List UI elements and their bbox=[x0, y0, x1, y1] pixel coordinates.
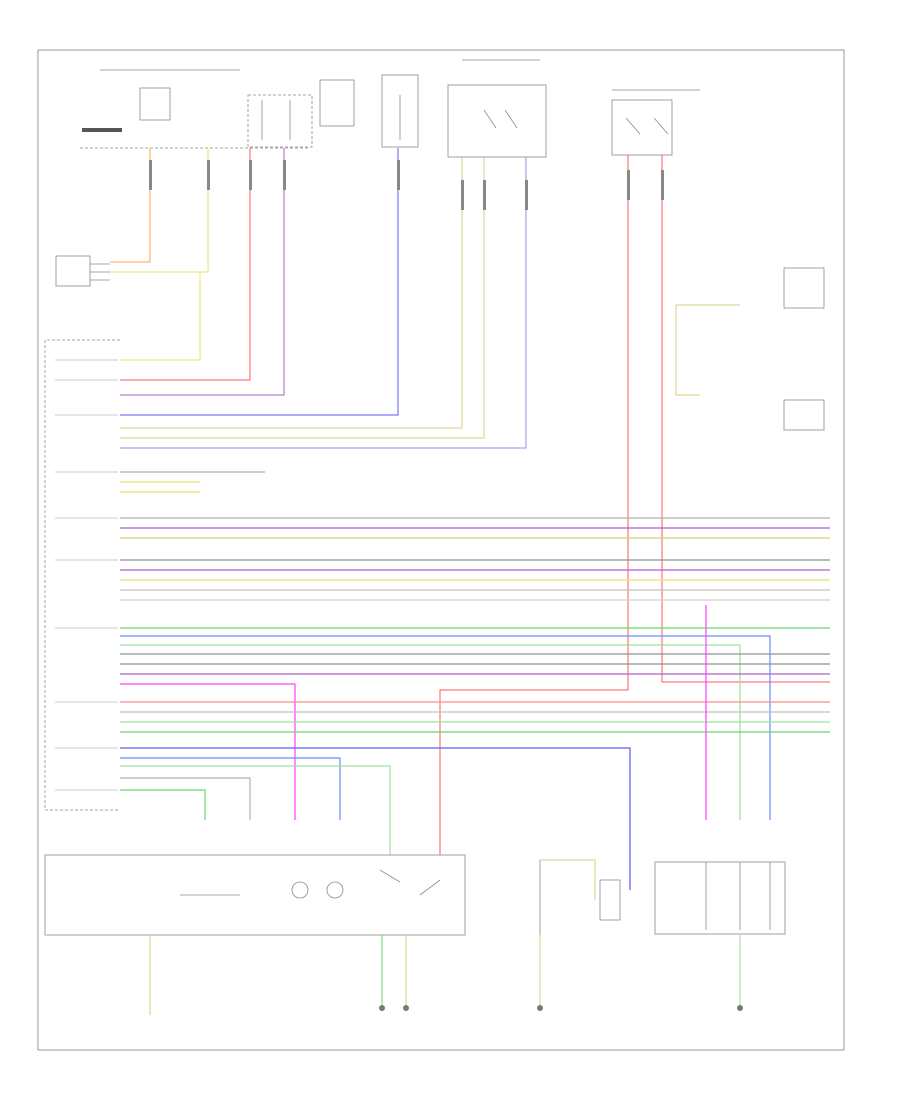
instrument-module bbox=[44, 339, 120, 811]
ground-g2 bbox=[403, 1005, 409, 1011]
switch-module bbox=[447, 59, 547, 158]
right-connector-module bbox=[783, 267, 825, 431]
bus-pin-ticks bbox=[55, 359, 118, 791]
brake-light-switch bbox=[539, 859, 621, 1000]
right-relay-module bbox=[611, 89, 700, 156]
ground-g3 bbox=[537, 1005, 543, 1011]
ground-g1 bbox=[379, 1005, 385, 1011]
left-side-lamp-module bbox=[654, 861, 786, 935]
wires-top bbox=[110, 148, 830, 855]
light-switch-connector bbox=[55, 255, 110, 287]
wires-bottom bbox=[149, 935, 741, 1015]
ground-g4 bbox=[737, 1005, 743, 1011]
relay-module bbox=[247, 79, 355, 148]
diagram-frame bbox=[37, 49, 845, 1051]
connector-stubs bbox=[149, 160, 664, 210]
fuse-block-left bbox=[80, 69, 310, 149]
wires-bus bbox=[120, 471, 830, 890]
small-connector-module bbox=[381, 74, 419, 148]
headlight-switch-assembly bbox=[44, 854, 466, 936]
